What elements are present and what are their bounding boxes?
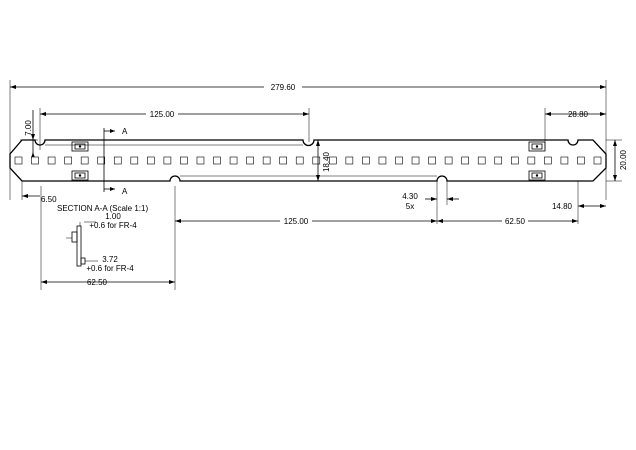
left-offset-label: 6.50 bbox=[41, 195, 57, 204]
pitch-bottom-label: 125.00 bbox=[284, 217, 309, 226]
led-pad bbox=[428, 156, 436, 165]
dimension-board-width: 20.00 bbox=[606, 139, 628, 182]
slot-width-label: 4.30 bbox=[402, 192, 418, 201]
led-pad bbox=[593, 156, 602, 165]
inner-height-label: 18.40 bbox=[322, 151, 331, 172]
dimension-slot-width: 4.30 5x bbox=[402, 181, 459, 224]
led-pad bbox=[544, 156, 552, 165]
led-pad bbox=[147, 156, 155, 165]
dimension-edge-height-left: 7.00 bbox=[20, 110, 38, 161]
led-pad bbox=[97, 156, 106, 165]
led-pad bbox=[47, 156, 56, 165]
led-pad bbox=[527, 156, 536, 165]
led-pad bbox=[444, 156, 453, 165]
led-pad bbox=[362, 156, 370, 165]
dimension-section-pitch: 62.50 bbox=[40, 186, 175, 290]
led-pad bbox=[510, 156, 519, 165]
led-pad bbox=[378, 156, 387, 165]
connector-pad-left-top bbox=[71, 141, 89, 152]
section-view: SECTION A-A (Scale 1:1) 1.00 +0.6 for FR… bbox=[40, 186, 175, 290]
right-offset-bottom-label: 14.80 bbox=[552, 202, 573, 211]
led-pad bbox=[461, 156, 469, 165]
section-profile bbox=[66, 221, 98, 267]
led-pad bbox=[295, 156, 304, 165]
led-pad bbox=[477, 156, 486, 165]
section-marker: A A bbox=[103, 127, 128, 196]
led-pad bbox=[213, 156, 221, 165]
section-pitch-label: 62.50 bbox=[87, 278, 108, 287]
led-pad bbox=[560, 156, 569, 165]
section-thickness-top: 1.00 bbox=[105, 212, 121, 221]
led-pad bbox=[163, 156, 172, 165]
connector-pad-right-top bbox=[528, 141, 546, 152]
led-pad bbox=[196, 156, 205, 165]
connector-pad-right-bottom bbox=[528, 170, 546, 181]
led-pad bbox=[494, 156, 503, 165]
pitch-bottom-right-label: 62.50 bbox=[505, 217, 526, 226]
section-marker-top-label: A bbox=[122, 127, 128, 136]
section-thickness-top-note: +0.6 for FR-4 bbox=[89, 221, 137, 230]
led-row bbox=[14, 156, 602, 165]
led-pad bbox=[64, 156, 72, 165]
dimension-pitch-bottom: 125.00 bbox=[174, 186, 437, 290]
connector-pad-left-bottom bbox=[71, 170, 89, 181]
led-pad bbox=[31, 156, 39, 165]
end-offset-right-label: 28.80 bbox=[568, 110, 589, 119]
section-thickness-bottom-note: +0.6 for FR-4 bbox=[86, 264, 134, 273]
board-width-label: 20.00 bbox=[619, 149, 628, 170]
dimension-pitch-bottom-right: 62.50 bbox=[437, 216, 578, 226]
led-pad bbox=[312, 156, 321, 165]
led-pad bbox=[279, 156, 287, 165]
led-pad bbox=[246, 156, 254, 165]
led-pad bbox=[395, 156, 403, 165]
led-pad bbox=[329, 156, 337, 165]
dimension-pitch-top: 125.00 bbox=[39, 108, 310, 150]
slot-count-label: 5x bbox=[406, 202, 414, 211]
section-marker-bottom-label: A bbox=[122, 187, 128, 196]
dimension-overall-length: 279.60 bbox=[9, 80, 607, 200]
led-pad bbox=[262, 156, 271, 165]
led-pad bbox=[180, 156, 188, 165]
dimension-inner-height: 18.40 bbox=[316, 140, 331, 181]
led-pad bbox=[411, 156, 420, 165]
pitch-top-label: 125.00 bbox=[150, 110, 175, 119]
led-pad bbox=[229, 156, 238, 165]
led-pad bbox=[14, 156, 23, 165]
led-pad bbox=[130, 156, 139, 165]
dimension-right-offset-bottom: 14.80 bbox=[552, 181, 606, 224]
section-title: SECTION A-A (Scale 1:1) bbox=[57, 204, 148, 213]
overall-length-label: 279.60 bbox=[271, 83, 296, 92]
dimension-left-offset: 6.50 bbox=[21, 181, 57, 204]
led-pad bbox=[345, 156, 354, 165]
edge-height-left-label: 7.00 bbox=[24, 120, 33, 136]
section-thickness-bottom: 3.72 bbox=[102, 255, 118, 264]
led-pad bbox=[577, 156, 585, 165]
led-pad bbox=[80, 156, 89, 165]
led-pad bbox=[113, 156, 122, 165]
